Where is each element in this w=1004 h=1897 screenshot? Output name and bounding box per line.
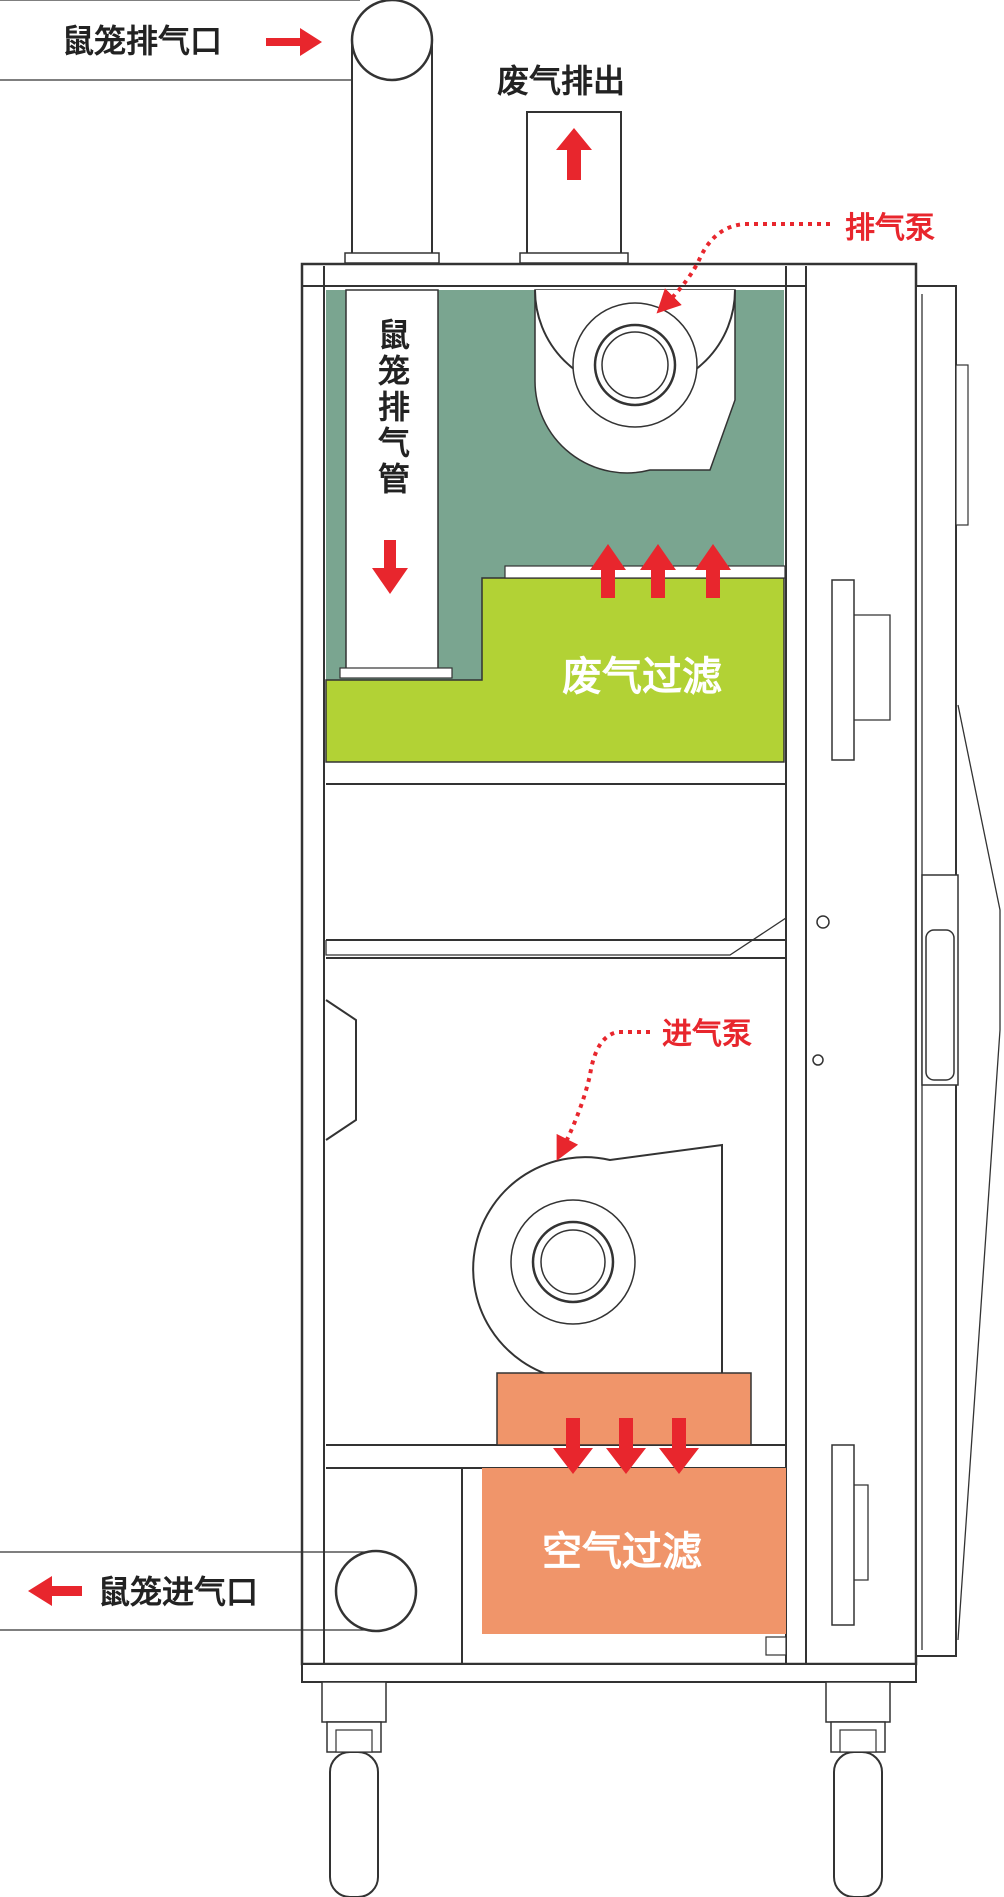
air-filter: [326, 1372, 787, 1664]
dotted-curved-arrow-icon: [556, 222, 830, 1161]
cage-exhaust-pipe-top: [0, 0, 440, 264]
side-latches: [812, 579, 891, 1626]
air-filter-label: 空气过滤: [542, 1529, 702, 1575]
exhaust-chimney: [519, 111, 629, 264]
exhaust-filter-label: 废气过滤: [562, 654, 722, 700]
caster-wheel-right: [825, 1681, 891, 1897]
arrow-down-icon-pipe: [372, 540, 408, 594]
cage-exhaust-pipe-label: 鼠笼排气管: [373, 318, 411, 498]
cage-intake-pipe: [0, 1549, 418, 1633]
arrow-up-icon: [556, 128, 592, 180]
cage-exhaust-port-label: 鼠笼排气口: [62, 22, 222, 60]
exhaust-out-label: 废气排出: [497, 62, 625, 100]
intake-pump-housing: [472, 1143, 723, 1379]
arrow-left-icon: [28, 1576, 82, 1606]
cage-intake-port-label: 鼠笼进气口: [98, 1573, 258, 1611]
exhaust-filter-arrows: [590, 544, 731, 598]
caster-wheel-left: [321, 1681, 387, 1897]
air-filter-arrows: [553, 1418, 699, 1474]
exhaust-pump-label: 排气泵: [845, 211, 935, 246]
arrow-right-icon: [266, 28, 322, 56]
cage-exhaust-pipe-inner: [339, 289, 453, 679]
intake-pump-label: 进气泵: [662, 1017, 752, 1052]
